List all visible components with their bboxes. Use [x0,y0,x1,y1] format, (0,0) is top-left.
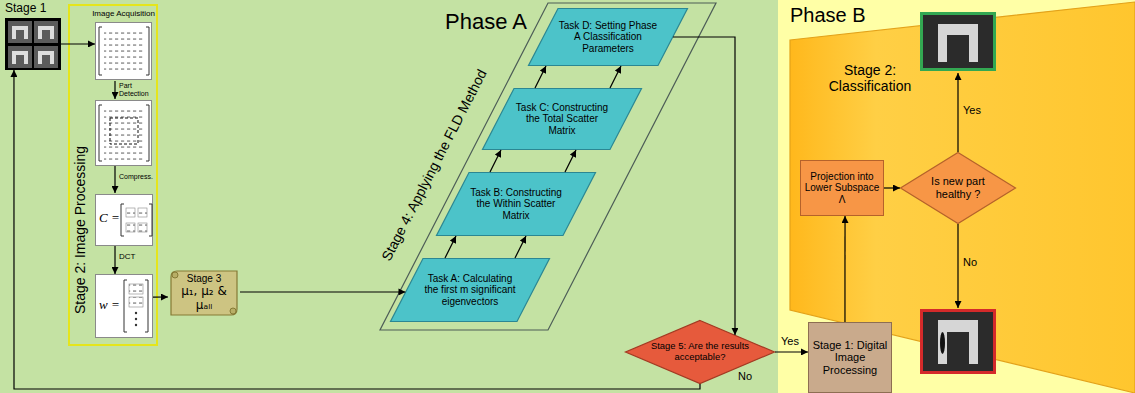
part-shape [12,51,28,64]
step-label: Compress. [119,173,153,181]
process-box: Projection into Lower Subspace Λ [800,160,884,216]
thumbnail-image [34,46,58,68]
flow-connector [565,150,576,172]
decision-diamond: Is new part healthy ? [900,152,1016,224]
decision-label: No [963,256,977,269]
flow-connector [14,70,700,389]
defect-mark [940,332,945,354]
vector-block [129,284,143,294]
task-parallelogram: Task B: Constructing the Within Scatter … [436,172,596,236]
matrix-bracket [121,204,152,236]
ellipsis-dot [135,318,137,320]
edge-label: DCT [119,252,135,261]
part-thumbnails [8,21,58,68]
thumbnail-image [8,46,32,68]
flow-connector [884,187,900,188]
data-scroll: Stage 3μ₁, μ₂ & μₐₗₗ [168,268,240,318]
scroll-shape [171,271,237,315]
thumbnail-image [8,21,32,43]
thumbnail-image [34,21,58,43]
task-parallelogram: Task C: Constructing the Total Scatter M… [482,88,642,150]
part-shape [12,26,28,39]
edge-label: Yes [781,335,799,348]
decision-diamond-shape [626,321,775,384]
flow-connector [61,43,95,44]
stage-region-shape [790,2,1135,393]
task-parallelogram-shape [437,173,596,236]
decision-diamond-shape [901,153,1016,224]
ellipsis-dot [135,324,137,326]
defective-part-image [922,311,995,373]
matrix-bracket [99,105,149,161]
scroll-curl [172,272,178,278]
result-arrow [957,73,958,152]
flow-connector [610,66,621,88]
task-parallelogram-shape [529,9,688,66]
task-parallelogram: Task D: Setting Phase A Classification P… [528,8,688,66]
node-text: Stage 5: Are the results acceptable? [650,341,750,363]
decision-diamond: Stage 5: Are the results acceptable? [625,320,775,384]
flow-connector [844,216,845,322]
flow-connector [153,296,168,297]
step-label: Part Detection [119,82,155,98]
equation-text: C = [99,211,120,226]
part-shape [938,24,978,62]
vector-block [129,297,143,307]
stage-heading: Stage 2: Classification [820,62,920,94]
equation-text: w = [99,298,120,313]
node-text: Task D: Setting Phase A Classification P… [558,20,658,55]
stage-heading: Stage 1 [5,2,46,16]
detected-part-frame [110,118,138,144]
result-arrow [957,224,958,308]
node-text: Stage 3 [187,273,221,285]
scroll-curl [230,308,236,314]
stage-outline: Stage 4: Applying the FLD MethodTask A: … [376,2,720,332]
matrix-entries [104,28,144,74]
matrix-block [126,223,135,232]
flow-connector [535,66,546,88]
flow-connector [775,351,808,352]
stage-heading: Stage 2: Image Processing [71,135,89,325]
flow-connector [673,37,735,335]
matrix-bracket [99,27,149,75]
matrix-block [138,223,147,232]
panel-heading: Image Acquisition [71,9,176,18]
edge-label: No [738,370,752,383]
healthy-part-image [922,14,995,70]
node-text: μ₁, μ₂ & μₐₗₗ [180,285,228,313]
task-parallelogram-shape [391,259,550,322]
phase-title: Phase A [445,9,527,34]
phase-title: Phase B [790,4,866,27]
decision-label: Yes [963,104,981,117]
part-shape [938,320,978,364]
ellipsis-dot [135,312,137,314]
flow-connector [240,291,405,292]
node-text: Task B: Constructing the Within Scatter … [467,187,565,222]
matrix-block [126,208,135,217]
node-text: Is new part healthy ? [923,175,993,200]
flow-connector [515,236,526,258]
task-parallelogram: Task A: Calculating the first m signific… [390,258,550,322]
task-parallelogram-shape [483,89,642,150]
vector-bracket [124,280,148,332]
step-arrow [114,81,115,99]
process-box: Stage 1: Digital Image Processing [808,322,892,393]
node-text: Projection into Lower Subspace Λ [803,171,881,206]
part-shape [38,26,54,39]
node-text: Stage 1: Digital Image Processing [810,339,890,377]
step-arrow [114,166,115,193]
node-text: Task A: Calculating the first m signific… [421,273,519,308]
matrix-block [138,208,147,217]
stage-heading: Stage 4: Applying the FLD Method [371,54,497,276]
equation-panel: C = [95,194,153,246]
flow-connector [114,246,115,274]
matrix-panel [96,101,152,166]
flow-connector [490,150,501,172]
flow-connector [445,236,456,258]
matrix-entries [104,106,144,160]
node-text: Task C: Constructing the Total Scatter M… [513,102,611,137]
part-shape [38,51,54,64]
